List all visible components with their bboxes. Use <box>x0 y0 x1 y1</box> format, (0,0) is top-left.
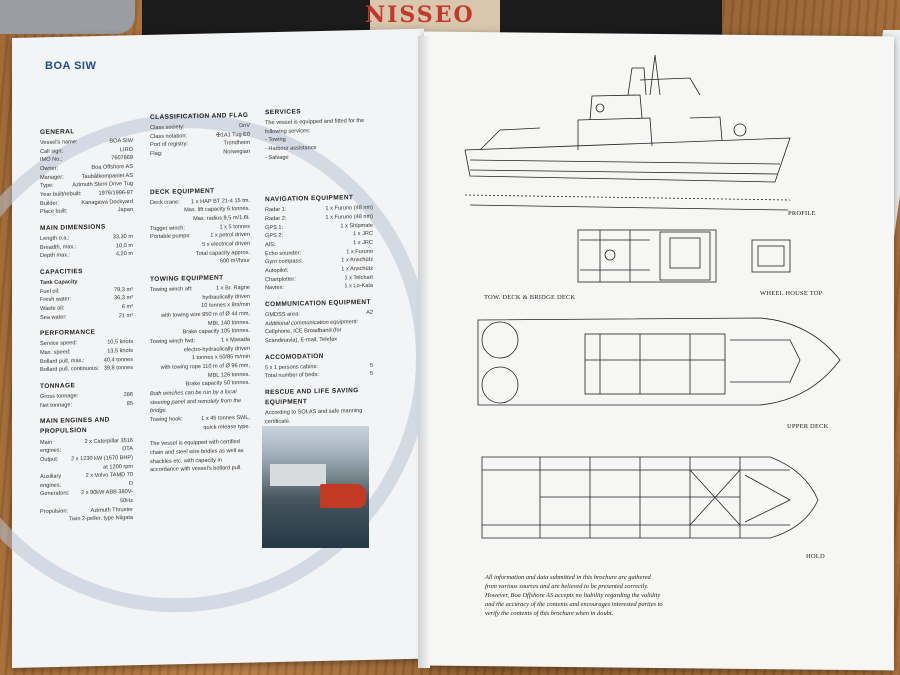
background-sign-text: NISSEO <box>365 2 475 28</box>
vessel-title: BOA SIW <box>45 60 97 72</box>
wheel-house-drawing <box>751 239 791 273</box>
upper-deck-drawing <box>477 317 841 406</box>
label-upper-deck: UPPER DECK <box>787 423 829 430</box>
hold-drawing <box>481 456 819 539</box>
label-tow-deck: TOW. DECK & BRIDGE DECK <box>484 294 576 301</box>
grey-cloth <box>0 0 135 34</box>
disclaimer-text: All information and data submitted in th… <box>485 574 663 617</box>
photo-tug-boat <box>320 484 366 508</box>
label-profile: PROFILE <box>788 210 816 217</box>
photo-ship <box>270 464 326 486</box>
profile-drawing <box>464 54 791 211</box>
label-wheel-house-top: WHEEL HOUSE TOP <box>760 290 823 297</box>
tow-deck-drawing <box>577 229 717 283</box>
page-gutter <box>418 36 430 668</box>
harbour-photo <box>262 426 369 548</box>
label-hold: HOLD <box>806 553 825 560</box>
